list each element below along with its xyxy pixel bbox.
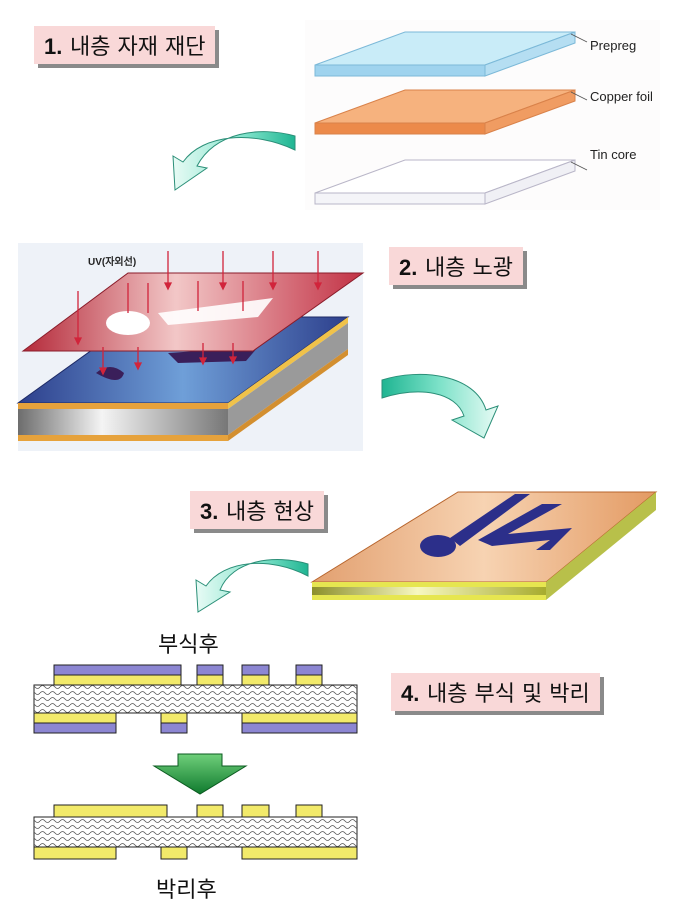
uv-label: UV(자외선) [88,257,137,268]
tin-core-label: Tin core [590,147,637,162]
step-2-label: 2. 내층 노광 [389,247,523,285]
copper-foil-label: Copper foil [590,89,653,104]
after-strip-caption: 박리후 [156,878,217,903]
step-3-number: 3. [200,499,219,524]
step-2-number: 2. [399,255,418,280]
after-etch-cross-section [33,664,358,734]
step-4-label: 4. 내층 부식 및 박리 [391,673,600,711]
curved-arrow-2-icon [381,373,499,439]
curved-arrow-1-icon [172,131,296,191]
prepreg-label: Prepreg [590,38,637,53]
after-strip-cross-section [33,804,358,860]
curved-arrow-3-icon [195,559,309,613]
tin-core-sheet [314,159,576,205]
prepreg-sheet [314,31,576,77]
step-1-label: 1. 내층 자재 재단 [34,26,216,64]
step-1-number: 1. [44,34,63,59]
after-etch-caption: 부식후 [158,633,219,658]
step-3-text: 내층 현상 [226,500,314,525]
step-3-label: 3. 내층 현상 [190,491,324,529]
uv-exposure-illustration [16,243,365,451]
developed-board-illustration [310,491,658,600]
down-arrow-icon [152,753,248,795]
material-layers-illustration [305,20,660,210]
step-1-text: 내층 자재 재단 [70,35,206,60]
step-4-text: 내층 부식 및 박리 [427,682,590,707]
copper-foil-sheet [314,89,576,135]
step-4-number: 4. [401,681,420,706]
step-2-text: 내층 노광 [425,256,513,281]
